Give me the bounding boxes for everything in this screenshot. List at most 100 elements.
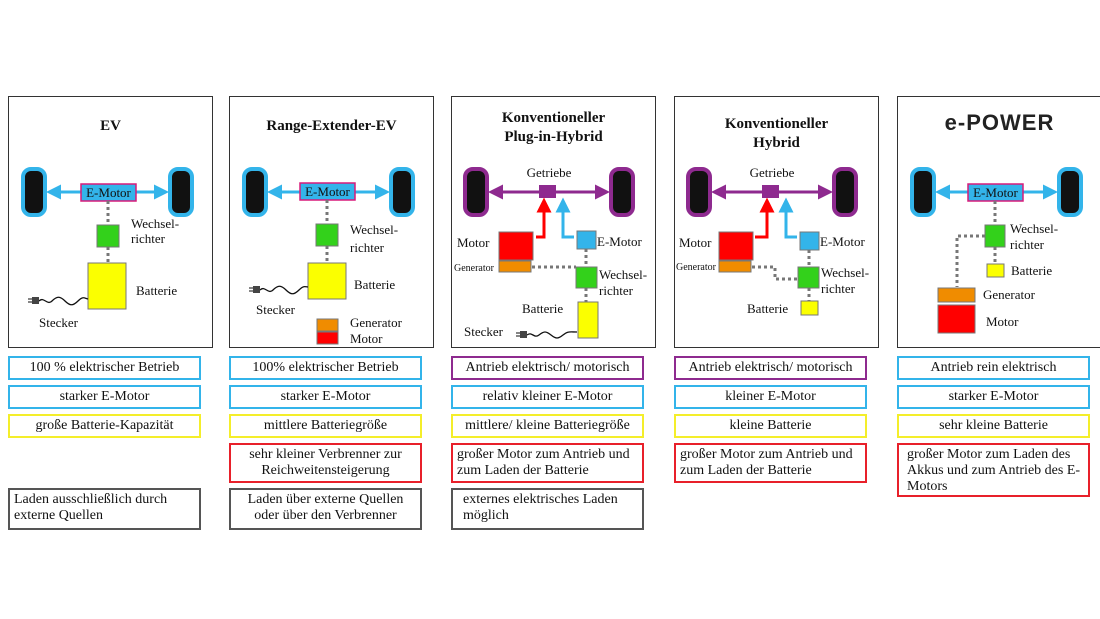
feature-box-battery: große Batterie-Kapazität (8, 414, 201, 438)
inverter-label-1: Wechsel- (350, 222, 398, 237)
e-motor-block (576, 230, 597, 250)
feature-box-battery: mittlere/ kleine Batteriegröße (451, 414, 644, 438)
diagram-panel-hybrid: Konventioneller Hybrid Getriebe Motor Ge… (674, 96, 879, 348)
e-motor-label: E-Motor (597, 234, 642, 249)
feature-box-motor: relativ kleiner E-Motor (451, 385, 644, 409)
e-motor-label: E-Motor (973, 185, 1018, 200)
battery-block (307, 262, 347, 300)
generator-block (718, 260, 752, 273)
generator-label: Generator (454, 263, 495, 274)
generator-label: Generator (983, 287, 1036, 302)
generator-block (316, 318, 339, 332)
battery-block (800, 300, 819, 316)
feature-box-engine: großer Motor zum Antrieb und zum Laden d… (451, 443, 644, 483)
generator-label: Generator (676, 262, 717, 273)
left-wheel-icon (21, 167, 47, 217)
engine-block (937, 304, 976, 334)
battery-label: Batterie (747, 301, 788, 316)
column-ev: EV E-Motor Wechsel- richter Batterie Ste… (8, 0, 213, 619)
e-motor-label: E-Motor (86, 185, 131, 200)
battery-label: Batterie (136, 283, 177, 298)
column-plug-in-hybrid: Konventioneller Plug-in-Hybrid Getriebe … (451, 0, 656, 619)
battery-block (986, 263, 1005, 278)
powertrain-diagram-e-power: E-Motor Wechsel- richter Batterie Genera… (910, 167, 1083, 334)
left-wheel-icon (910, 167, 936, 217)
plug-label: Stecker (39, 315, 79, 330)
right-wheel-icon (609, 167, 635, 217)
gearbox-label: Getriebe (527, 165, 572, 180)
e-power-logo: e-POWER (945, 111, 1055, 133)
column-e-power: e-POWER E-Motor Wechsel- richter Batteri… (897, 0, 1100, 619)
gearbox-label: Getriebe (750, 165, 795, 180)
feature-box-operation: 100% elektrischer Betrieb (229, 356, 422, 380)
diagram-panel-plug-in-hybrid: Konventioneller Plug-in-Hybrid Getriebe … (451, 96, 656, 348)
battery-block (87, 262, 127, 310)
generator-label: Generator (350, 315, 403, 330)
plug-label: Stecker (464, 324, 504, 339)
inverter-label-2: richter (131, 231, 166, 246)
e-motor-label: E-Motor (305, 184, 350, 199)
feature-box-motor: kleiner E-Motor (674, 385, 867, 409)
battery-block (577, 301, 599, 339)
panel-title-line-2: Plug-in-Hybrid (504, 129, 603, 145)
feature-box-motor: starker E-Motor (897, 385, 1090, 409)
inverter-label-1: Wechsel- (821, 265, 869, 280)
charging-cable (259, 285, 309, 295)
diagram-panel-ev: EV E-Motor Wechsel- richter Batterie Ste… (8, 96, 213, 348)
gearbox-block (539, 185, 556, 198)
powertrain-diagram-range-extender: E-Motor Wechsel- richter Batterie Stecke… (242, 167, 415, 346)
right-wheel-icon (389, 167, 415, 217)
plug-icon (28, 297, 39, 304)
engine-block (718, 231, 754, 261)
feature-box-charging: Laden über externe Quellen oder über den… (229, 488, 422, 530)
engine-label: Motor (679, 235, 712, 250)
feature-box-operation: Antrieb elektrisch/ motorisch (451, 356, 644, 380)
inverter-label-1: Wechsel- (131, 216, 179, 231)
plug-icon (516, 331, 527, 338)
e-motor-label: E-Motor (820, 234, 865, 249)
inverter-label-2: richter (821, 281, 856, 296)
feature-box-operation: Antrieb rein elektrisch (897, 356, 1090, 380)
inverter-label-1: Wechsel- (1010, 221, 1058, 236)
inverter-block (575, 266, 598, 289)
e-power-logo-text: e-POWER (945, 111, 1055, 133)
inverter-label-2: richter (350, 240, 385, 255)
inverter-block (96, 224, 120, 248)
engine-label: Motor (350, 331, 383, 346)
feature-box-motor: starker E-Motor (8, 385, 201, 409)
engine-block (498, 231, 534, 261)
column-hybrid: Konventioneller Hybrid Getriebe Motor Ge… (674, 0, 879, 619)
inverter-block (797, 266, 820, 289)
feature-box-battery: mittlere Batteriegröße (229, 414, 422, 438)
battery-label: Batterie (1011, 263, 1052, 278)
gearbox-block (762, 185, 779, 198)
inverter-label-2: richter (599, 283, 634, 298)
feature-box-motor: starker E-Motor (229, 385, 422, 409)
inverter-label-2: richter (1010, 237, 1045, 252)
right-wheel-icon (832, 167, 858, 217)
e-motor-block (799, 231, 820, 251)
plug-label: Stecker (256, 302, 296, 317)
right-wheel-icon (1057, 167, 1083, 217)
left-wheel-icon (242, 167, 268, 217)
feature-box-operation: Antrieb elektrisch/ motorisch (674, 356, 867, 380)
inverter-block (984, 224, 1006, 248)
panel-title-line-1: Konventioneller (501, 110, 606, 126)
right-wheel-icon (168, 167, 194, 217)
left-wheel-icon (463, 167, 489, 217)
generator-block (498, 260, 532, 273)
feature-box-battery: kleine Batterie (674, 414, 867, 438)
powertrain-diagram-ev: E-Motor Wechsel- richter Batterie Stecke… (21, 167, 194, 330)
plug-icon (249, 286, 260, 293)
panel-title: Range-Extender-EV (266, 118, 397, 134)
diagram-panel-e-power: e-POWER E-Motor Wechsel- richter Batteri… (897, 96, 1100, 348)
feature-box-engine: großer Motor zum Antrieb und zum Laden d… (674, 443, 867, 483)
feature-box-engine: sehr kleiner Verbrenner zur Reichweitens… (229, 443, 422, 483)
engine-label: Motor (457, 235, 490, 250)
panel-title-line-2: Hybrid (753, 135, 800, 151)
feature-box-battery: sehr kleine Batterie (897, 414, 1090, 438)
feature-box-engine: großer Motor zum Laden des Akkus und zum… (897, 443, 1090, 497)
column-range-extender-ev: Range-Extender-EV E-Motor Wechsel- richt… (229, 0, 434, 619)
charging-cable (38, 296, 89, 306)
charging-cable (526, 331, 578, 339)
